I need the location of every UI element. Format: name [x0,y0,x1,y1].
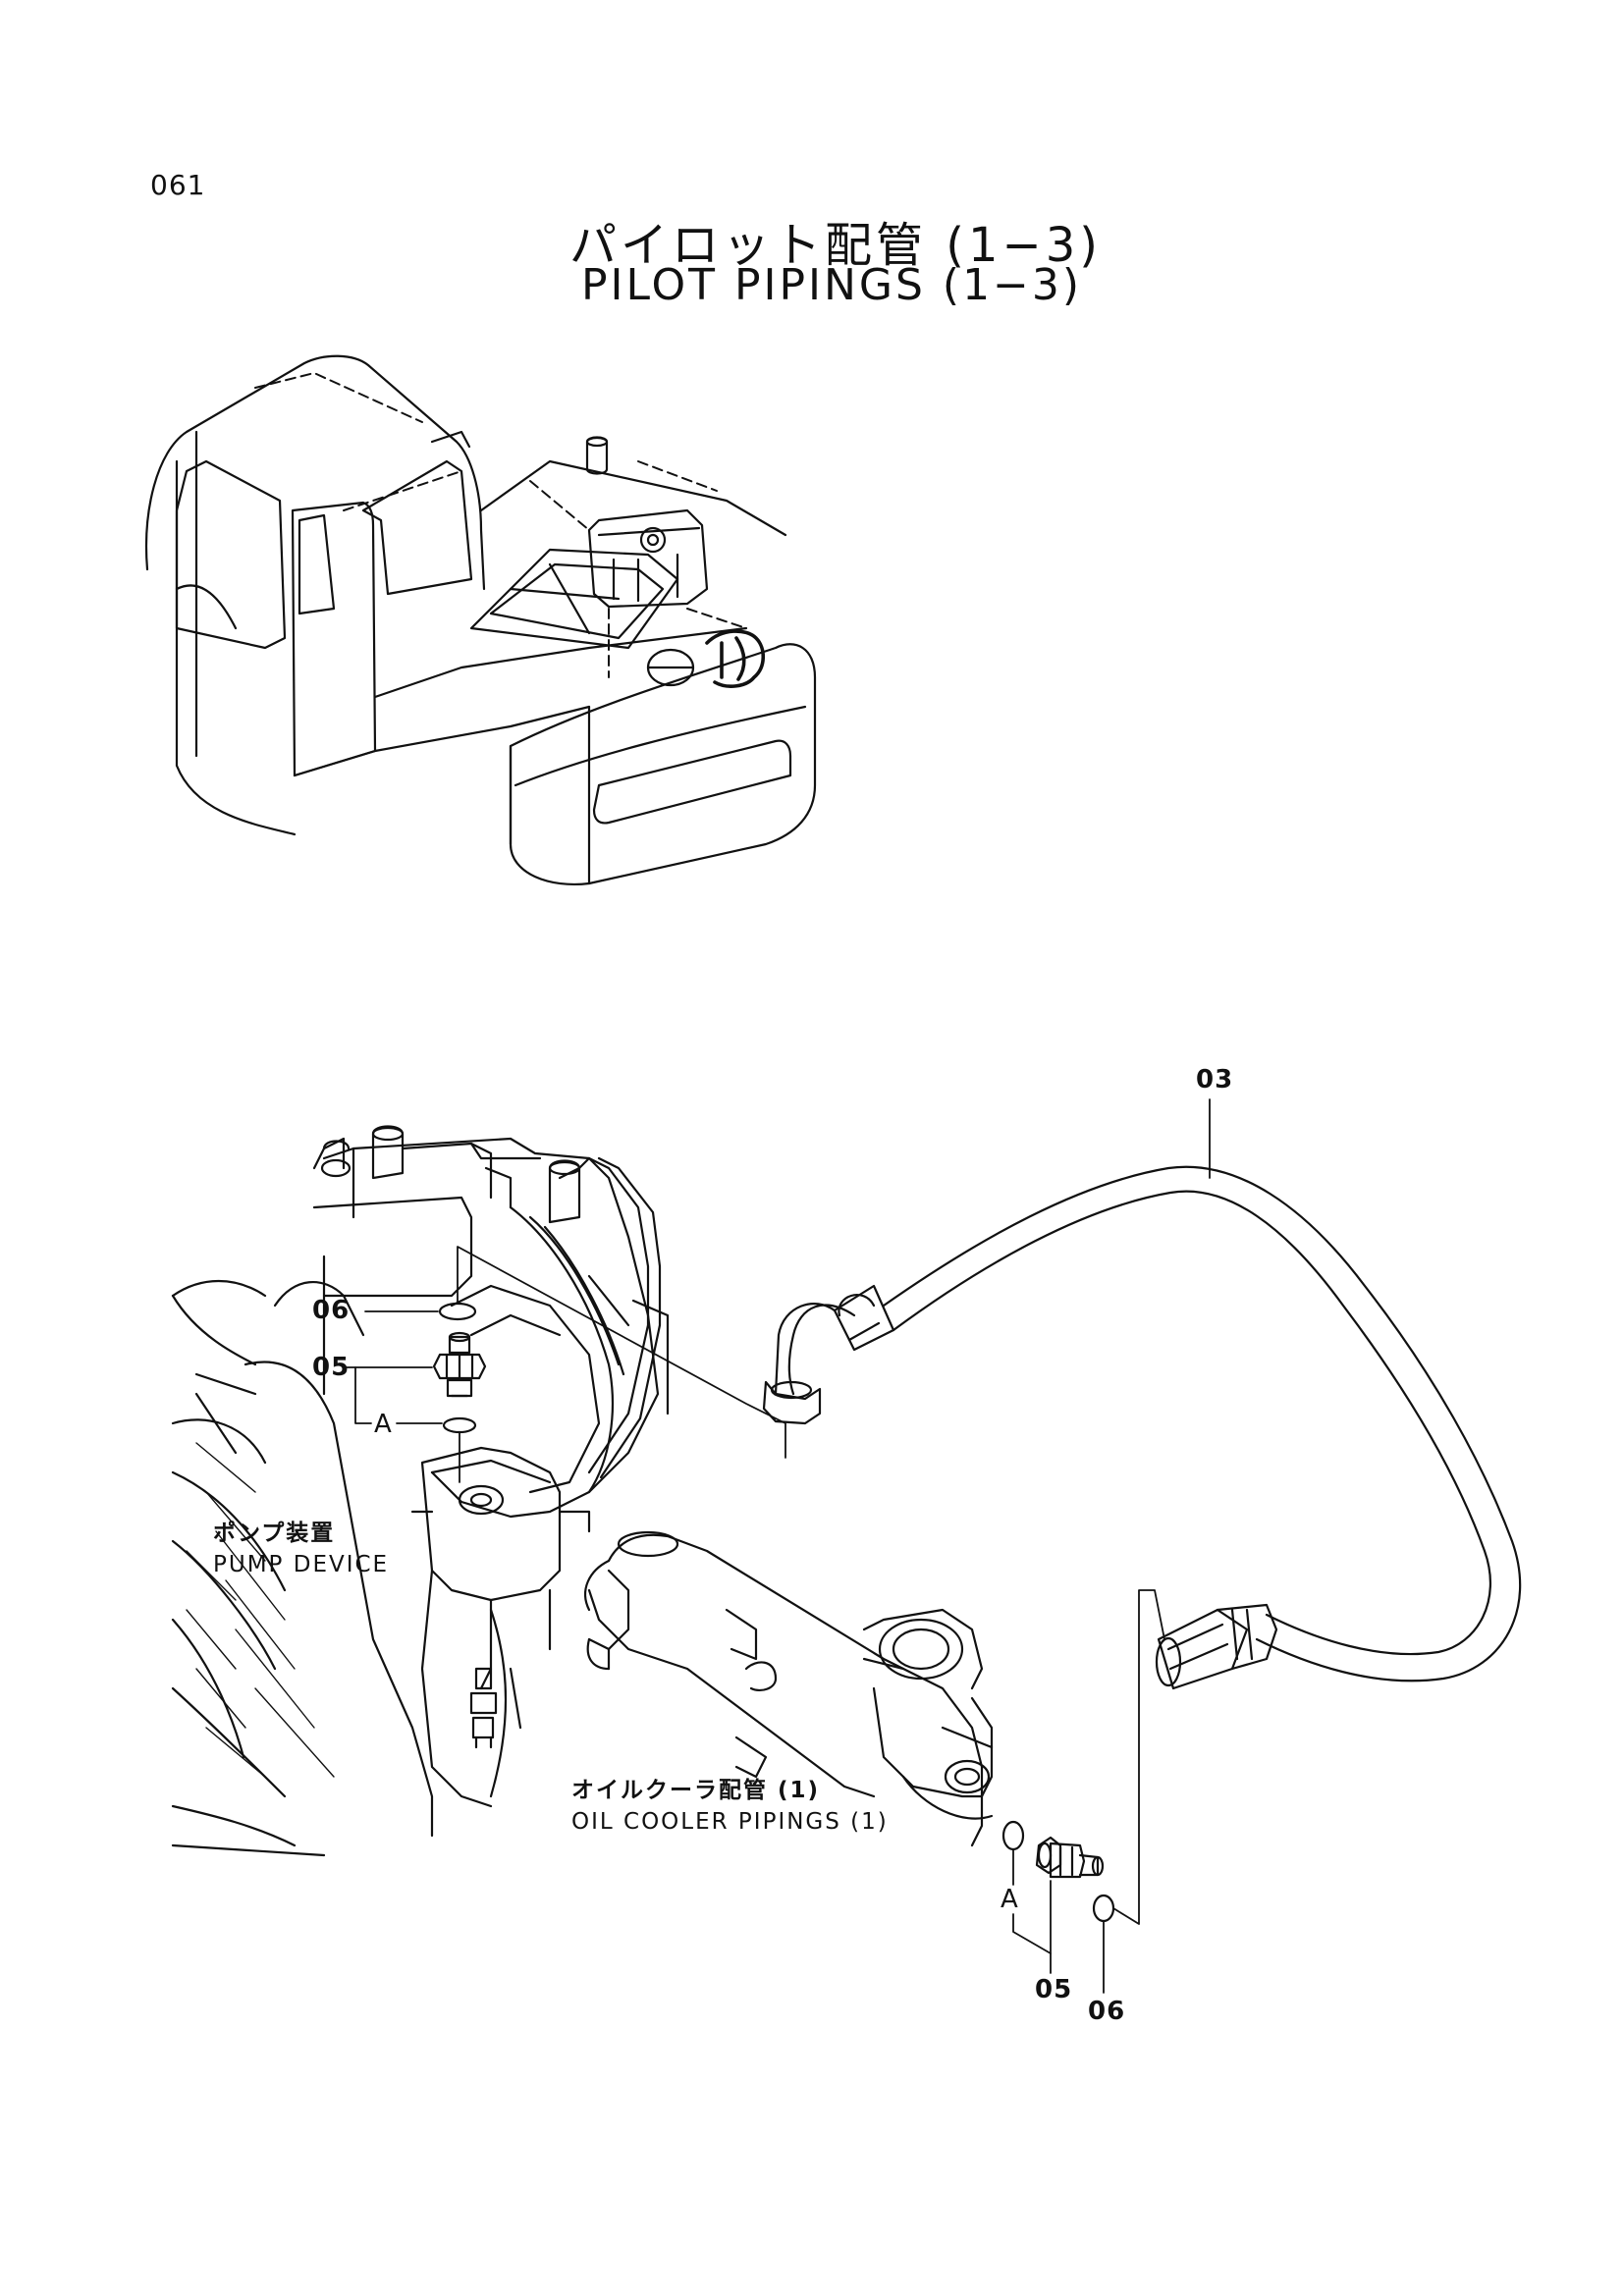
page-title-japanese: パイロット配管 (1−3) [569,218,1103,273]
label-05-right: 05 [1035,1975,1073,2004]
label-03: 03 [1196,1065,1234,1095]
pilot-hose-03 [762,1098,1522,1690]
pump-location-highlight [646,629,766,688]
o-ring-a-left [442,1416,477,1434]
fitting-05-right [1035,1836,1105,1879]
label-05-left: 05 [312,1353,351,1382]
oil-cooler-caption-jp: オイルクーラ配管 (1) [571,1778,821,1803]
pump-device-caption-en: PUMP DEVICE [213,1552,390,1577]
o-ring-a-right [1001,1820,1025,1851]
page-number: 061 [150,169,206,201]
exploded-parts-right [1001,1589,1165,1994]
page-title-english: PILOT PIPINGS (1−3) [581,260,1083,310]
oil-cooler-caption-en: OIL COOLER PIPINGS (1) [571,1809,889,1835]
oil-cooler-piping-illustration [584,1530,994,1847]
label-a-left: A [374,1410,393,1439]
excavator-overview-illustration [144,354,817,885]
label-a-right: A [1001,1885,1019,1914]
exploded-parts-left [343,1246,786,1483]
o-ring-06-right [1092,1894,1115,1923]
pump-device-illustration [171,1125,670,1857]
o-ring-06-left [438,1302,477,1321]
label-06-left: 06 [312,1296,351,1325]
fitting-05-left [432,1331,487,1398]
pump-device-caption-jp: ポンプ装置 [213,1521,336,1546]
label-06-right: 06 [1088,1997,1126,2026]
